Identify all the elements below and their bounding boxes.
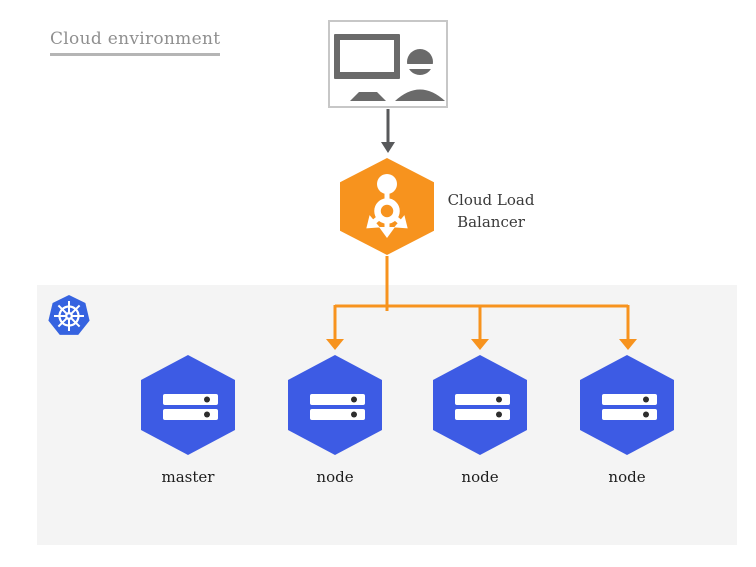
monitor-user-icon bbox=[334, 34, 445, 101]
server-icon bbox=[602, 394, 657, 420]
worker-node-label: node bbox=[461, 468, 499, 486]
server-icon bbox=[163, 394, 218, 420]
worker-node-label: node bbox=[316, 468, 354, 486]
server-icon bbox=[455, 394, 510, 420]
load-balancer-icon bbox=[366, 174, 408, 238]
worker-node-hexagon bbox=[580, 355, 674, 455]
page-title: Cloud environment bbox=[50, 29, 221, 56]
load-balancer-label: Cloud Load Balancer bbox=[447, 191, 535, 231]
helm-wheel-glyph bbox=[54, 301, 84, 331]
worker-node-label: node bbox=[608, 468, 646, 486]
load-balancer-hexagon bbox=[340, 158, 434, 255]
master-node-label: master bbox=[161, 468, 215, 486]
client-workstation-box bbox=[328, 20, 448, 108]
down-arrow-icon bbox=[381, 109, 395, 153]
server-icon bbox=[310, 394, 365, 420]
